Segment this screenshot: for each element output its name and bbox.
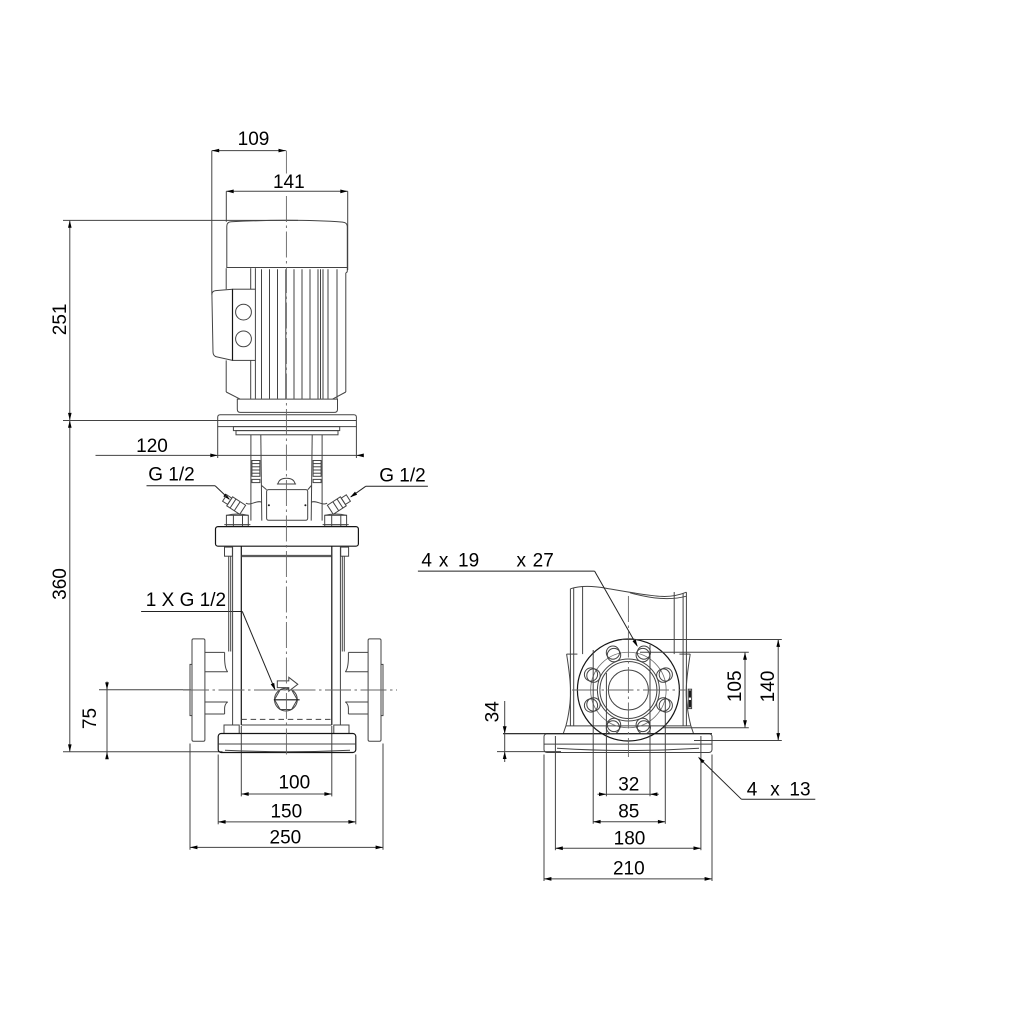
- svg-text:75: 75: [80, 708, 101, 729]
- svg-text:G 1/2: G 1/2: [148, 465, 194, 486]
- svg-text:100: 100: [278, 772, 310, 793]
- svg-text:32: 32: [618, 774, 639, 795]
- svg-text:19: 19: [458, 550, 479, 571]
- svg-text:105: 105: [725, 670, 746, 702]
- svg-text:1 X G 1/2: 1 X G 1/2: [146, 590, 226, 611]
- svg-text:G 1/2: G 1/2: [379, 465, 425, 486]
- svg-text:140: 140: [758, 671, 779, 703]
- svg-text:250: 250: [270, 828, 302, 849]
- svg-text:360: 360: [50, 568, 71, 600]
- svg-text:141: 141: [273, 172, 305, 193]
- svg-text:27: 27: [533, 550, 554, 571]
- svg-text:x: x: [770, 779, 780, 800]
- svg-text:34: 34: [482, 701, 503, 723]
- svg-text:13: 13: [789, 779, 810, 800]
- svg-text:109: 109: [238, 129, 270, 150]
- svg-text:x: x: [516, 550, 526, 571]
- svg-text:4: 4: [747, 779, 758, 800]
- svg-text:x: x: [439, 550, 449, 571]
- svg-text:120: 120: [136, 436, 168, 457]
- svg-text:210: 210: [613, 859, 645, 880]
- svg-text:251: 251: [50, 304, 71, 336]
- svg-text:4: 4: [421, 550, 432, 571]
- svg-text:150: 150: [270, 801, 302, 822]
- svg-text:180: 180: [614, 828, 646, 849]
- svg-text:85: 85: [618, 802, 639, 823]
